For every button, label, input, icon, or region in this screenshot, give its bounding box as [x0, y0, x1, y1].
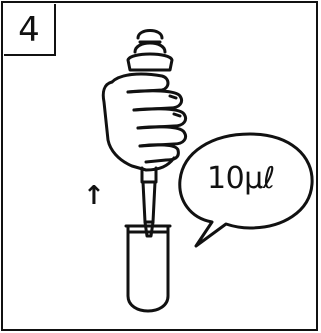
volume-label: 10µℓ: [207, 164, 275, 194]
pipette-plunger-icon: [128, 31, 172, 71]
test-tube-icon: [126, 226, 170, 311]
up-arrow-icon: ↑: [83, 183, 105, 209]
hand-icon: [103, 74, 185, 170]
